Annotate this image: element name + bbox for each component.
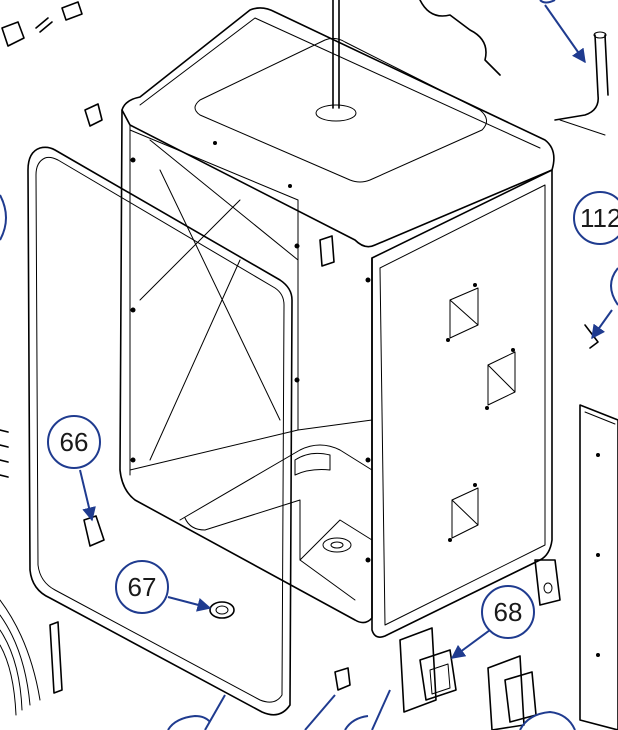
tub-body: [119, 0, 609, 638]
valve-parts: [1, 1, 83, 47]
callout-66-ring: [47, 415, 101, 469]
door-roller: [209, 601, 235, 619]
callout-66-label: 66: [60, 427, 89, 457]
callout-67[interactable]: 67: [115, 560, 212, 614]
door-latch-assembly: [399, 627, 457, 713]
callout-partial-right[interactable]: [591, 267, 618, 340]
tub-left-wall: [119, 109, 373, 624]
callout-67-ring: [115, 560, 169, 614]
callout-112[interactable]: 112: [573, 191, 618, 245]
callout-partial-bottom[interactable]: [167, 689, 576, 730]
callout-66[interactable]: 66: [47, 415, 101, 522]
callout-68-leader: [450, 629, 491, 659]
callout-partial-left[interactable]: [0, 194, 7, 241]
callout-68[interactable]: 68: [450, 585, 535, 659]
tub-top-plate: [121, 7, 555, 248]
callout-partial-top-right[interactable]: [539, 0, 586, 64]
wire-harness: [0, 599, 63, 716]
callout-66-leader: [79, 469, 96, 522]
callout-67-leader: [167, 596, 212, 612]
callout-68-ring: [481, 585, 535, 639]
callout-112-ring: [573, 191, 618, 245]
hinge-clips: [0, 103, 599, 691]
callout-67-label: 67: [128, 572, 157, 602]
door-clip: [83, 515, 105, 547]
tub-right-wall: [371, 169, 553, 638]
callout-112-label: 112: [580, 203, 618, 233]
fastener-dots: [130, 141, 600, 657]
callout-68-label: 68: [494, 597, 523, 627]
door-gasket-frame: [27, 146, 293, 716]
side-panel: [579, 404, 618, 730]
